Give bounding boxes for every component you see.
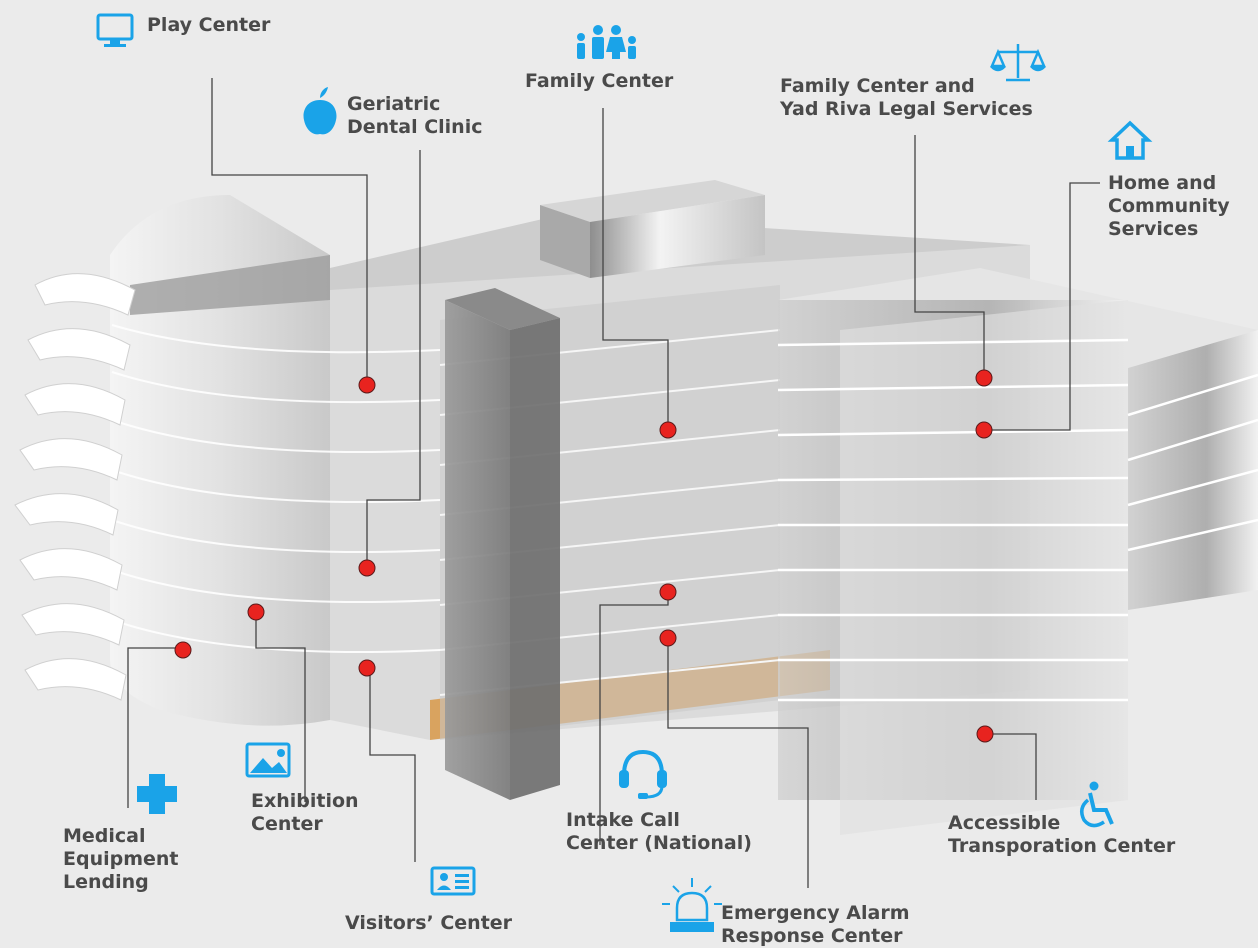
monitor-icon: [96, 13, 134, 47]
family-icon: [577, 25, 636, 59]
label-line: Center: [251, 813, 323, 835]
leader-family-legal: [914, 135, 985, 378]
label-medical-equipment: Medical Equipment Lending: [63, 825, 179, 894]
marker-medical-equipment: [174, 641, 192, 659]
label-line: Center (National): [566, 832, 752, 854]
label-geriatric-dental: Geriatric Dental Clinic: [347, 93, 483, 139]
label-line: Intake Call: [566, 809, 680, 831]
picture-icon: [245, 742, 291, 778]
label-emergency-alarm: Emergency Alarm Response Center: [721, 902, 910, 948]
label-line: Family Center and: [780, 75, 975, 97]
label-family-legal: Family Center and Yad Riva Legal Service…: [780, 75, 1033, 121]
marker-visitors: [358, 659, 376, 677]
curved-tower: [14, 195, 441, 726]
label-line: Dental Clinic: [347, 116, 483, 138]
label-line: Accessible: [948, 812, 1061, 834]
headset-icon: [619, 749, 667, 799]
roof-box: [540, 180, 765, 278]
marker-emergency-alarm: [659, 629, 677, 647]
label-line: Play Center: [147, 14, 271, 36]
marker-family-center: [659, 421, 677, 439]
label-intake-call: Intake Call Center (National): [566, 809, 752, 855]
marker-family-legal: [975, 369, 993, 387]
label-line: Exhibition: [251, 790, 359, 812]
markers: [174, 369, 994, 743]
right-block: [777, 268, 1258, 835]
label-accessible-transport: Accessible Transporation Center: [948, 812, 1175, 858]
marker-home-community: [975, 421, 993, 439]
label-family-center: Family Center: [525, 70, 673, 93]
leader-visitors: [369, 668, 416, 862]
leader-exhibition: [255, 612, 306, 802]
label-line: Equipment: [63, 848, 179, 870]
label-home-community: Home and Community Services: [1108, 172, 1230, 241]
scales-icon: [990, 44, 1046, 82]
leader-home-community: [984, 182, 1100, 431]
label-line: Lending: [63, 871, 149, 893]
label-line: Visitors’ Center: [345, 912, 513, 934]
label-line: Home and: [1108, 172, 1217, 194]
marker-intake-call: [659, 583, 677, 601]
label-visitors: Visitors’ Center: [345, 912, 512, 935]
label-line: Family Center: [525, 70, 674, 92]
leader-accessible-transport: [985, 733, 1037, 800]
marker-exhibition: [247, 603, 265, 621]
marker-geriatric-dental: [358, 559, 376, 577]
label-line: Community: [1108, 195, 1230, 217]
label-line: Medical: [63, 825, 146, 847]
dark-column: [445, 288, 560, 800]
leader-geriatric-dental: [366, 150, 421, 568]
label-line: Response Center: [721, 925, 903, 947]
siren-icon: [662, 878, 722, 932]
label-line: Emergency Alarm: [721, 902, 910, 924]
label-line: Services: [1108, 218, 1199, 240]
apple-icon: [303, 87, 337, 135]
label-line: Yad Riva Legal Services: [780, 98, 1033, 120]
leader-family-center: [602, 108, 669, 430]
medical-cross-icon: [137, 774, 177, 814]
label-line: Geriatric: [347, 93, 441, 115]
label-play-center: Play Center: [147, 14, 270, 37]
wheelchair-icon: [1080, 781, 1114, 828]
marker-accessible-transport: [976, 725, 994, 743]
label-line: Transporation Center: [948, 835, 1176, 857]
leader-emergency-alarm: [667, 638, 809, 888]
marker-play-center: [358, 376, 376, 394]
label-exhibition: Exhibition Center: [251, 790, 359, 836]
house-icon: [1107, 120, 1153, 160]
leader-play-center: [211, 78, 368, 385]
id-card-icon: [430, 866, 476, 896]
